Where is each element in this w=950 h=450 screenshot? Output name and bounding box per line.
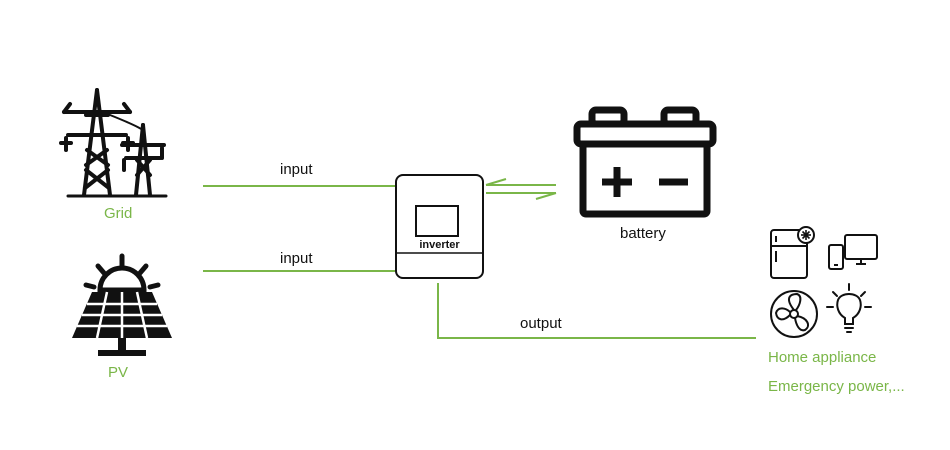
grid-label: Grid bbox=[104, 205, 133, 222]
light-bulb-icon bbox=[826, 283, 872, 333]
refrigerator-icon bbox=[770, 226, 815, 279]
computer-devices-icon bbox=[828, 234, 878, 270]
output-line bbox=[437, 283, 756, 339]
battery-label: battery bbox=[620, 225, 666, 242]
output-label: output bbox=[520, 315, 562, 332]
battery-icon bbox=[573, 106, 717, 218]
power-tower-icon bbox=[59, 88, 168, 198]
fan-icon bbox=[770, 290, 818, 338]
home-appliance-label: Home appliance bbox=[768, 349, 877, 366]
connection-lines bbox=[203, 178, 756, 339]
inverter-icon bbox=[395, 174, 484, 279]
inverter-label: inverter bbox=[419, 239, 460, 251]
emergency-power-label: Emergency power,... bbox=[768, 378, 905, 395]
pv-input-label: input bbox=[280, 250, 313, 267]
solar-panel-icon bbox=[72, 253, 172, 356]
pv-label: PV bbox=[108, 364, 129, 381]
grid-input-label: input bbox=[280, 161, 313, 178]
